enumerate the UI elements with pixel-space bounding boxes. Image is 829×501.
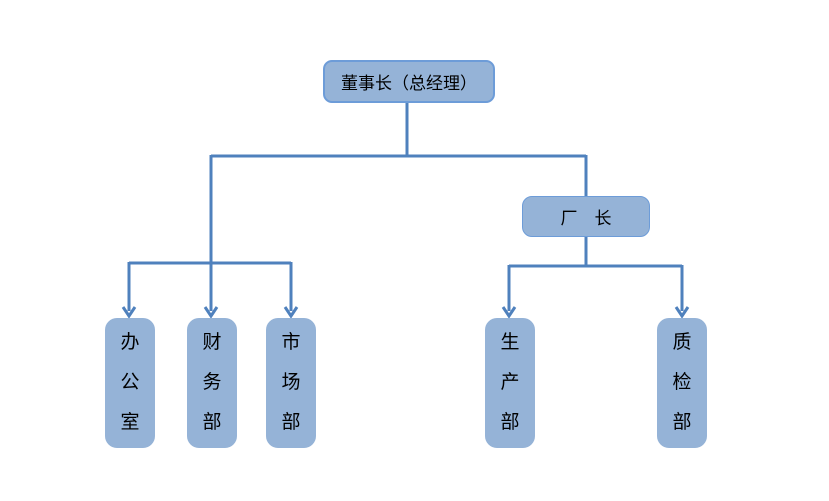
node-marketing-label: 市场部 — [281, 332, 301, 433]
node-factory-director-label: 厂 长 — [560, 209, 612, 228]
node-chairman[interactable]: 董事长（总经理） — [323, 60, 495, 103]
arrowhead-marketing-icon — [283, 306, 299, 319]
arrowhead-quality-icon — [674, 306, 690, 319]
node-production-label: 生产部 — [500, 332, 520, 433]
node-finance-label: 财务部 — [202, 332, 222, 433]
node-finance[interactable]: 财务部 — [187, 318, 237, 448]
node-marketing[interactable]: 市场部 — [266, 318, 316, 448]
node-quality[interactable]: 质检部 — [657, 318, 707, 448]
arrowhead-finance-icon — [203, 306, 219, 319]
node-chairman-label: 董事长（总经理） — [341, 74, 477, 93]
arrowhead-production-icon — [501, 306, 517, 319]
node-production[interactable]: 生产部 — [485, 318, 535, 448]
node-office[interactable]: 办公室 — [105, 318, 155, 448]
node-factory-director[interactable]: 厂 长 — [522, 196, 650, 237]
node-office-label: 办公室 — [120, 332, 140, 433]
node-quality-label: 质检部 — [672, 332, 692, 433]
arrowhead-office-icon — [121, 306, 137, 319]
